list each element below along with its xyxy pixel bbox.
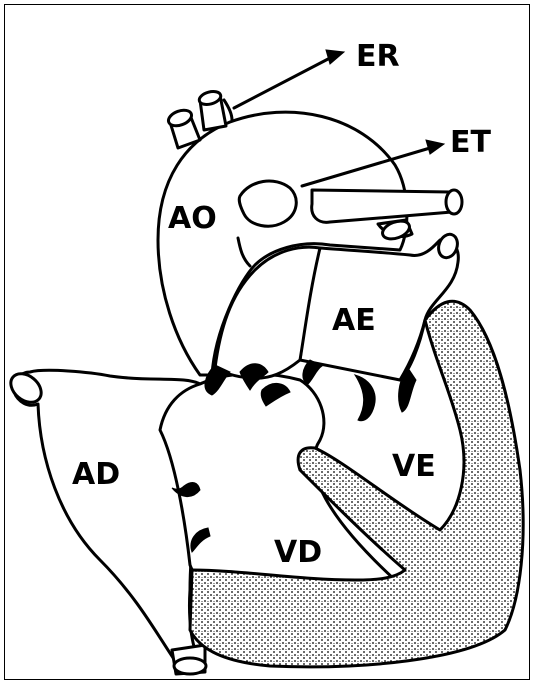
label-er: ER [356,39,400,74]
arrow-et-head [426,140,444,154]
arrow-er-head [326,50,344,64]
label-ve: VE [392,449,436,484]
pulmonary-trunk [312,190,459,222]
arrow-er-line [234,58,330,108]
label-ad: AD [72,457,120,492]
label-et: ET [450,125,491,160]
inferior-vena-cava-opening [174,658,206,674]
label-ae: AE [332,303,376,338]
pulmonary-vessel-loop [239,181,296,226]
pulmonary-trunk-opening [446,190,462,214]
label-ao: AO [168,201,217,236]
mitral-valve-leaflet-2 [355,375,375,421]
label-vd: VD [274,535,322,570]
